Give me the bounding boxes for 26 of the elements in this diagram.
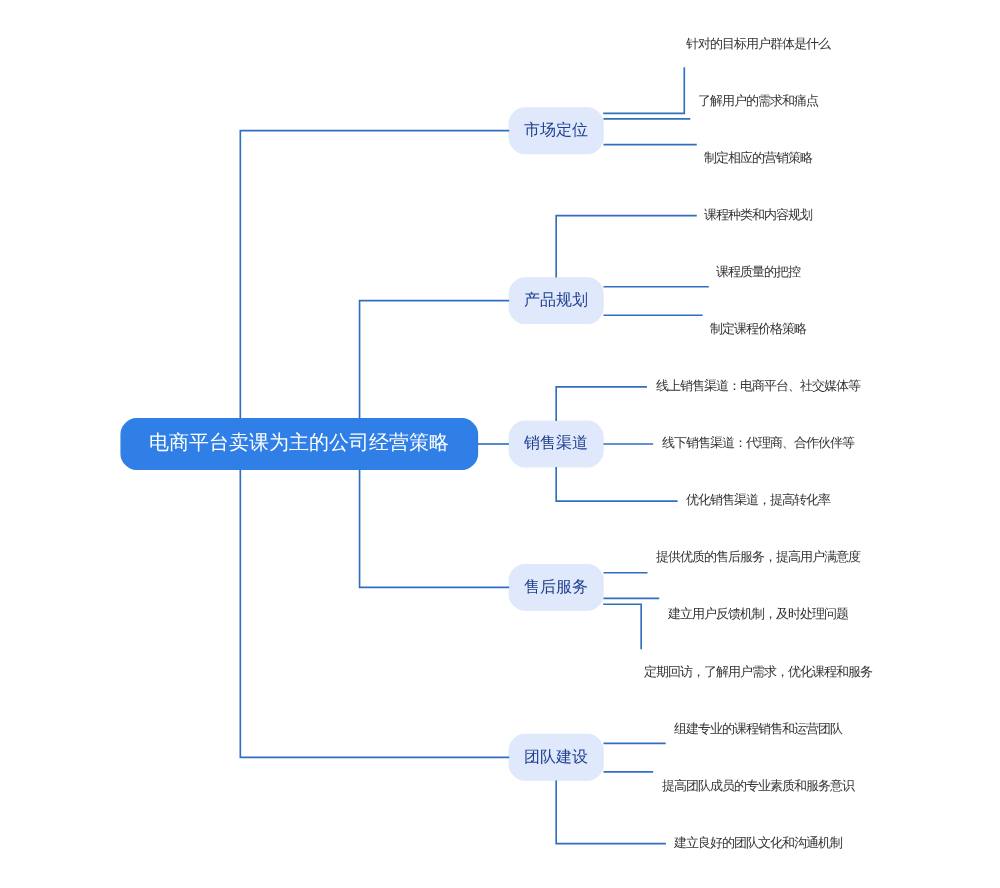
- connector: [601, 742, 666, 745]
- connector: [238, 129, 510, 420]
- connector: [554, 214, 697, 279]
- connector: [601, 597, 660, 600]
- node-box: 售后服务: [507, 563, 603, 611]
- connector: [357, 299, 509, 420]
- connector: [601, 771, 653, 773]
- node-box: 市场定位: [507, 107, 603, 155]
- connector: [601, 571, 648, 574]
- node-box: 团队建设: [507, 733, 603, 781]
- connector: [475, 443, 509, 445]
- node-box: 销售渠道: [507, 420, 603, 468]
- connector: [601, 118, 691, 120]
- connector: [601, 314, 703, 317]
- connector: [357, 468, 509, 589]
- connector: [554, 466, 678, 502]
- node-box: 产品规划: [507, 277, 603, 325]
- connector: [601, 603, 641, 651]
- connector: [601, 443, 653, 445]
- connector: [554, 779, 666, 845]
- node-box: 电商平台卖课为主的公司经营策略: [119, 418, 478, 470]
- connector: [601, 66, 685, 115]
- connector: [554, 386, 647, 422]
- connector: [601, 143, 697, 146]
- connector: [601, 285, 709, 288]
- connector: [238, 468, 510, 759]
